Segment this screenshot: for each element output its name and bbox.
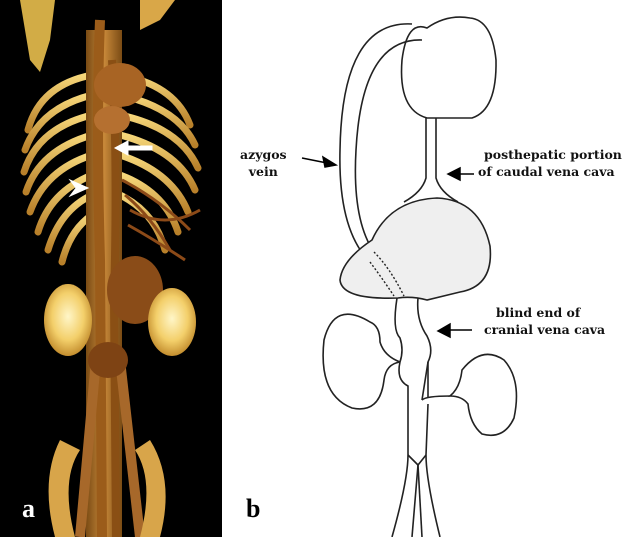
heart-outline bbox=[402, 17, 497, 118]
right-kidney-outline bbox=[450, 354, 516, 435]
cranial-vena-cava-blind-end bbox=[395, 298, 402, 362]
label-blind-end-cranial-vena-cava: blind end of cranial vena cava bbox=[484, 304, 605, 338]
schematic-panel: azygos vein posthepatic portion of cauda… bbox=[222, 0, 629, 537]
liver bbox=[340, 198, 490, 300]
left-kidney-outline bbox=[323, 314, 400, 409]
label-posthepatic-caudal-vena-cava: posthepatic portion of caudal vena cava bbox=[478, 146, 622, 180]
arrow-icon bbox=[438, 324, 450, 337]
left-kidney bbox=[44, 284, 92, 356]
caudal-vena-cava bbox=[404, 118, 426, 202]
ct-rendering-panel: a bbox=[0, 0, 222, 537]
panel-letter-a: a bbox=[22, 496, 35, 522]
ct-volume-image bbox=[0, 0, 222, 537]
panel-letter-b: b bbox=[246, 496, 260, 522]
right-kidney bbox=[148, 288, 196, 356]
label-azygos-vein: azygos vein bbox=[240, 146, 287, 180]
arrow-icon bbox=[448, 168, 460, 180]
vascular-schematic bbox=[222, 0, 629, 537]
arrow-icon bbox=[323, 157, 336, 167]
scapula-bone bbox=[20, 0, 55, 72]
